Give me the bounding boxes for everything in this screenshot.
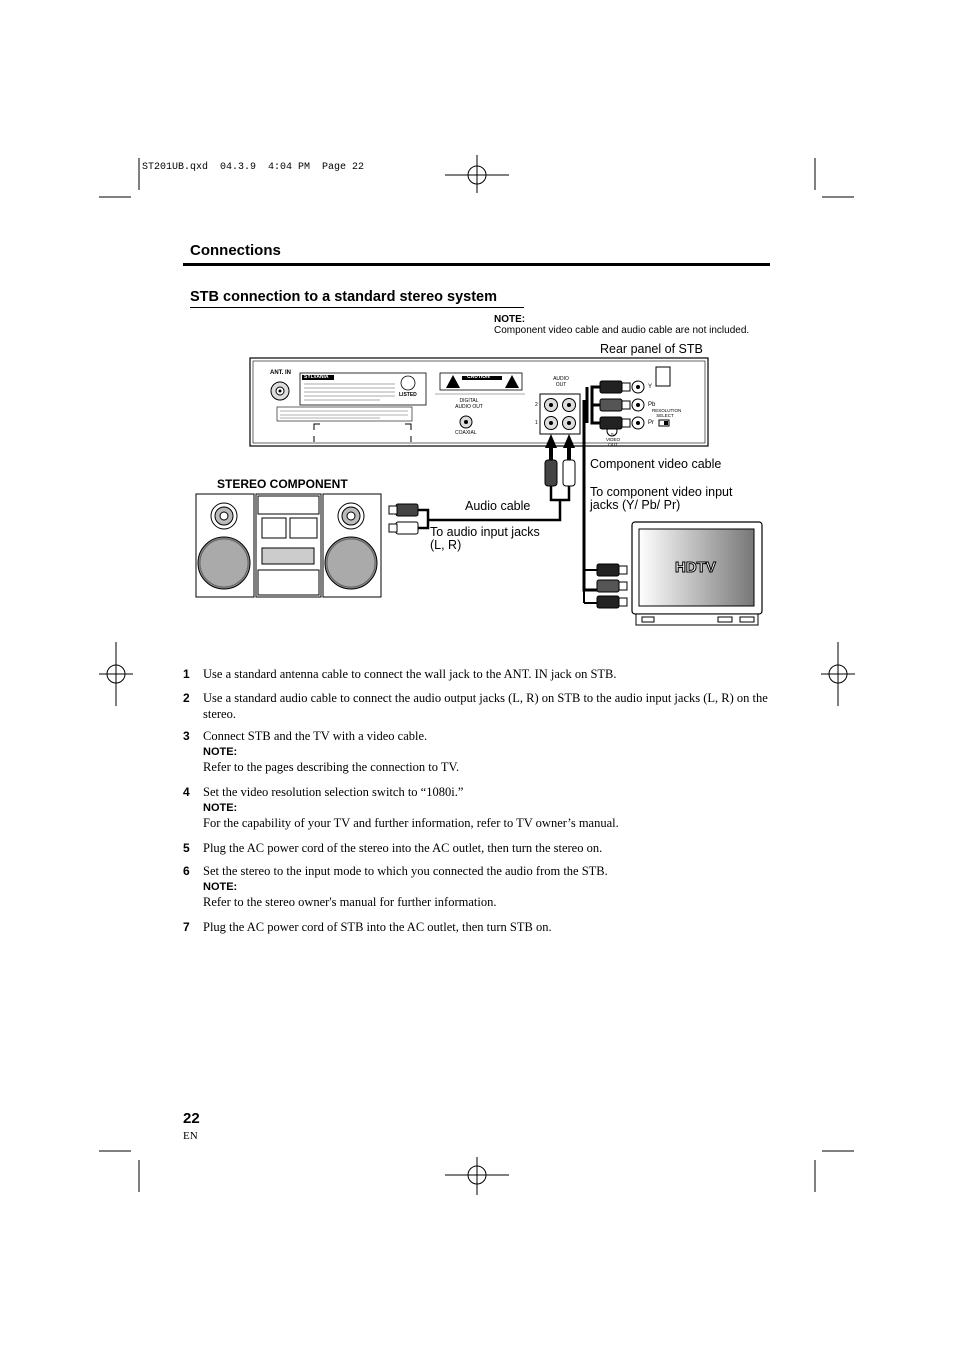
- panel-ant-in-label: ANT. IN: [270, 370, 291, 376]
- step-note-text: For the capability of your TV and furthe…: [203, 816, 619, 830]
- component-plugs-tv: [596, 563, 628, 609]
- top-note-text: Component video cable and audio cable ar…: [494, 325, 750, 336]
- panel-svideo-out-label: S-VIDEO OUT: [605, 432, 620, 447]
- panel-digital-audio-out-label: DIGITAL AUDIO OUT: [455, 398, 483, 410]
- panel-caution-label: CAUTION: [467, 374, 490, 380]
- panel-ch2-label: 2: [535, 402, 538, 408]
- step-text: Use a standard audio cable to connect th…: [203, 691, 768, 721]
- panel-y-label: Y: [648, 384, 653, 390]
- subsection-underline: [190, 307, 524, 308]
- panel-pr-label: Pr: [648, 420, 654, 426]
- component-video-cable-label: Component video cable: [590, 457, 722, 471]
- section-title: Connections: [190, 242, 281, 259]
- section-divider: [183, 263, 770, 266]
- step-text: Set the stereo to the input mode to whic…: [203, 864, 608, 878]
- step-number: 7: [183, 920, 190, 934]
- audio-input-label-line2: (L, R): [430, 538, 462, 552]
- step-note-label: NOTE:: [203, 801, 238, 814]
- step-text: Plug the AC power cord of STB into the A…: [203, 920, 552, 934]
- audio-plugs-stereo: [388, 503, 419, 535]
- audio-plugs-stb: [544, 459, 576, 487]
- step-text: Use a standard antenna cable to connect …: [203, 667, 617, 681]
- panel-ch1-label: 1: [535, 420, 538, 426]
- panel-brand-label: SYLVANIA: [304, 374, 329, 380]
- step-note-label: NOTE:: [203, 745, 238, 758]
- stereo-component: [195, 493, 382, 598]
- panel-audio-out-label: AUDIO OUT: [553, 376, 569, 388]
- subsection-title: STB connection to a standard stereo syst…: [190, 289, 497, 305]
- step-number: 3: [183, 729, 190, 743]
- step-number: 1: [183, 667, 190, 681]
- step-note-text: Refer to the pages describing the connec…: [203, 760, 460, 774]
- step-number: 2: [183, 691, 190, 705]
- component-input-label-line1: To component video input: [590, 485, 733, 499]
- stereo-component-label: STEREO COMPONENT: [217, 477, 348, 491]
- step-text: Plug the AC power cord of the stereo int…: [203, 841, 603, 855]
- page-language: EN: [183, 1130, 198, 1142]
- step-note-text: Refer to the stereo owner's manual for f…: [203, 895, 497, 909]
- print-header: ST201UB.qxd 04.3.9 4:04 PM Page 22: [142, 162, 365, 173]
- connection-diagram: [195, 357, 763, 626]
- hdtv-label: HDTV: [675, 559, 717, 577]
- top-note-label: NOTE:: [494, 314, 526, 325]
- page-number: 22: [183, 1110, 200, 1127]
- component-plugs-stb: [599, 380, 631, 430]
- step-number: 5: [183, 841, 190, 855]
- hdtv: [631, 521, 763, 626]
- stb-rear-panel: [249, 357, 709, 447]
- audio-input-label-line1: To audio input jacks: [430, 525, 540, 539]
- step-note-label: NOTE:: [203, 880, 238, 893]
- component-input-label-line2: jacks (Y/ Pb/ Pr): [590, 498, 681, 512]
- audio-cable-label: Audio cable: [465, 499, 531, 513]
- step-number: 4: [183, 785, 190, 799]
- step-number: 6: [183, 864, 190, 878]
- step-text: Set the video resolution selection switc…: [203, 785, 464, 799]
- panel-pb-label: Pb: [648, 402, 656, 408]
- panel-coaxial-label: COAXIAL: [455, 430, 477, 436]
- panel-listed-label: LISTED: [399, 392, 417, 398]
- rear-panel-label: Rear panel of STB: [600, 342, 703, 356]
- panel-resolution-select-label: RESOLUTION SELECT: [652, 408, 682, 418]
- step-text: Connect STB and the TV with a video cabl…: [203, 729, 428, 743]
